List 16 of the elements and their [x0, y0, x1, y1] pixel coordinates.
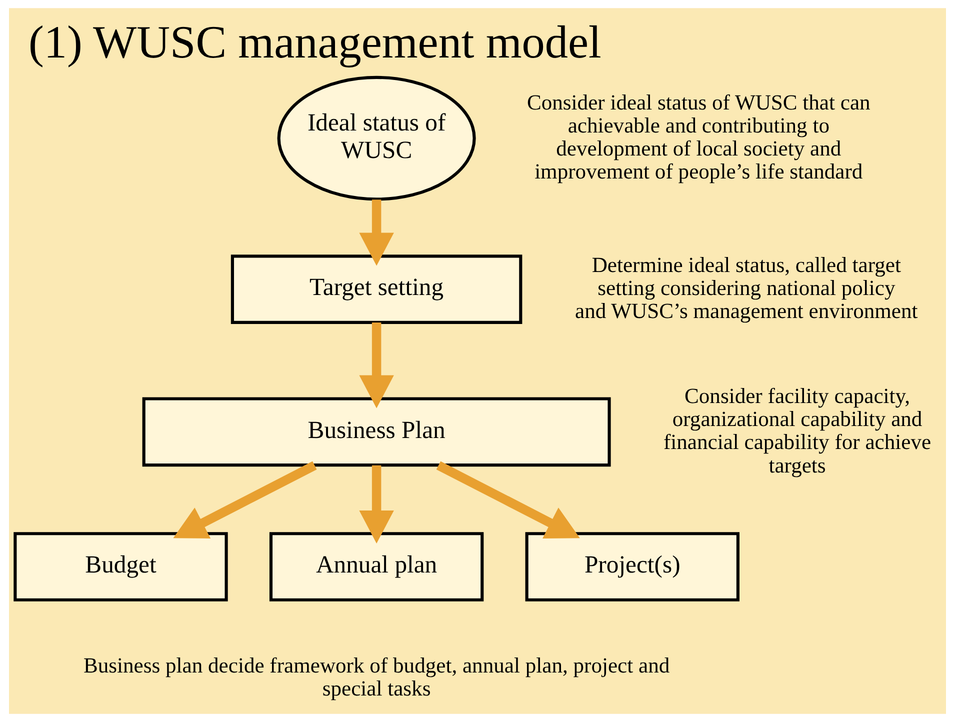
node-box: Budget [14, 532, 228, 602]
arrow [173, 461, 317, 538]
node-label: Consider facility capacity, organizational capability and financial capability for achieve targets [663, 384, 932, 478]
arrow [436, 461, 580, 538]
node-box: Target setting [230, 254, 522, 324]
arrow [359, 200, 394, 266]
node-label: Determine ideal status, called target setting considering national policy and WUSC’s management environment [575, 252, 918, 324]
node-box: Annual plan [269, 532, 484, 602]
arrow [359, 322, 394, 408]
node-box: Project(s) [525, 532, 740, 602]
node-label: Consider ideal status of WUSC that can achievable and contributing to development of local society and improvement of people’s life standard [526, 90, 870, 184]
arrow [359, 465, 394, 544]
node-box: Business Plan [142, 397, 611, 467]
label: Business plan decide framework of budget, annual plan, project and special tasks [83, 654, 670, 701]
node-ellipse: Ideal status of WUSC [277, 76, 476, 201]
diagram-title: (1) WUSC management model [28, 16, 602, 68]
